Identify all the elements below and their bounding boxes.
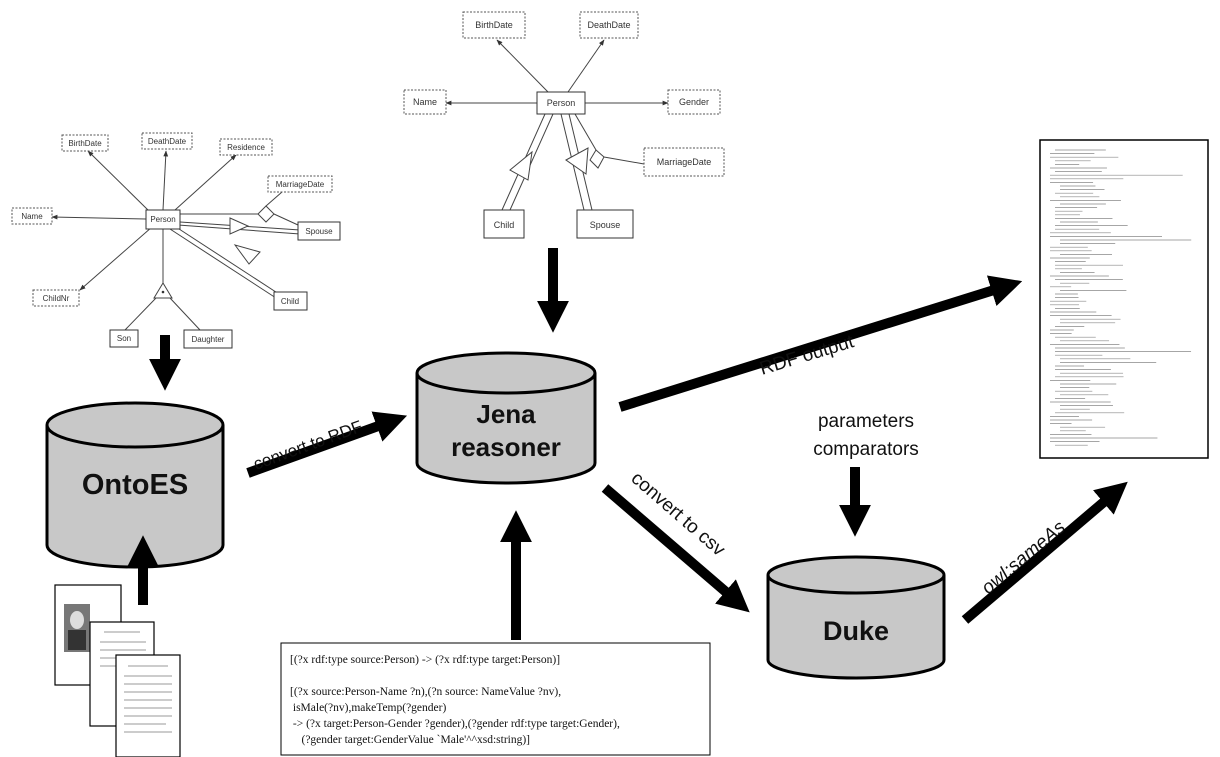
jena-reasoner-cylinder: Jena reasoner: [415, 351, 597, 485]
rule-line-5: (?gender target:GenderValue `Male'^^xsd:…: [290, 734, 530, 746]
jena-label-line1: Jena: [476, 399, 536, 429]
duke-cylinder: Duke: [766, 555, 946, 680]
left-marriagedate-attr: MarriageDate: [276, 180, 325, 189]
top-ontology: Person Child Spouse BirthDate DeathDate …: [403, 11, 725, 239]
ontoes-label: OntoES: [82, 469, 188, 501]
top-birthdate-attr: BirthDate: [475, 20, 513, 30]
top-spouse-class: Spouse: [590, 220, 621, 230]
top-child-class: Child: [494, 220, 515, 230]
left-deathdate-attr: DeathDate: [148, 137, 187, 146]
top-marriagedate-attr: MarriageDate: [657, 157, 712, 167]
flow-arrows: [126, 248, 1128, 640]
left-childnr-attr: ChildNr: [43, 294, 70, 303]
left-daughter-class: Daughter: [192, 335, 225, 344]
rule-line-1: [(?x rdf:type source:Person) -> (?x rdf:…: [290, 654, 560, 666]
left-person-class: Person: [150, 215, 175, 224]
top-gender-attr: Gender: [679, 97, 709, 107]
source-documents-image: [54, 584, 181, 757]
top-person-class: Person: [547, 98, 576, 108]
left-residence-attr: Residence: [227, 143, 265, 152]
ontoes-cylinder: OntoES: [45, 401, 225, 569]
jena-label-line2: reasoner: [451, 432, 561, 462]
left-ontology: Person Son Daughter Child Spouse BirthDa…: [11, 132, 341, 349]
rule-line-3: isMale(?nv),makeTemp(?gender): [290, 702, 446, 714]
duke-label: Duke: [823, 616, 889, 646]
convert-to-rdf-label: convert to RDF: [251, 417, 365, 474]
left-spouse-class: Spouse: [305, 227, 333, 236]
comparators-label: comparators: [813, 439, 919, 460]
left-name-attr: Name: [21, 212, 43, 221]
rule-line-4: -> (?x target:Person-Gender ?gender),(?g…: [290, 718, 620, 730]
left-child-class: Child: [281, 297, 299, 306]
owl-sameas-label: owl:sameAs: [978, 517, 1070, 599]
top-deathdate-attr: DeathDate: [587, 20, 630, 30]
rules-box: [(?x rdf:type source:Person) -> (?x rdf:…: [280, 642, 711, 756]
rdf-output-label: RDF output: [757, 331, 857, 380]
rule-line-2: [(?x source:Person-Name ?n),(?n source: …: [290, 686, 561, 698]
left-son-class: Son: [117, 334, 131, 343]
top-name-attr: Name: [413, 97, 437, 107]
parameters-label: parameters: [818, 411, 914, 432]
left-birthdate-attr: BirthDate: [68, 139, 102, 148]
rdf-output-document: [1039, 139, 1209, 459]
